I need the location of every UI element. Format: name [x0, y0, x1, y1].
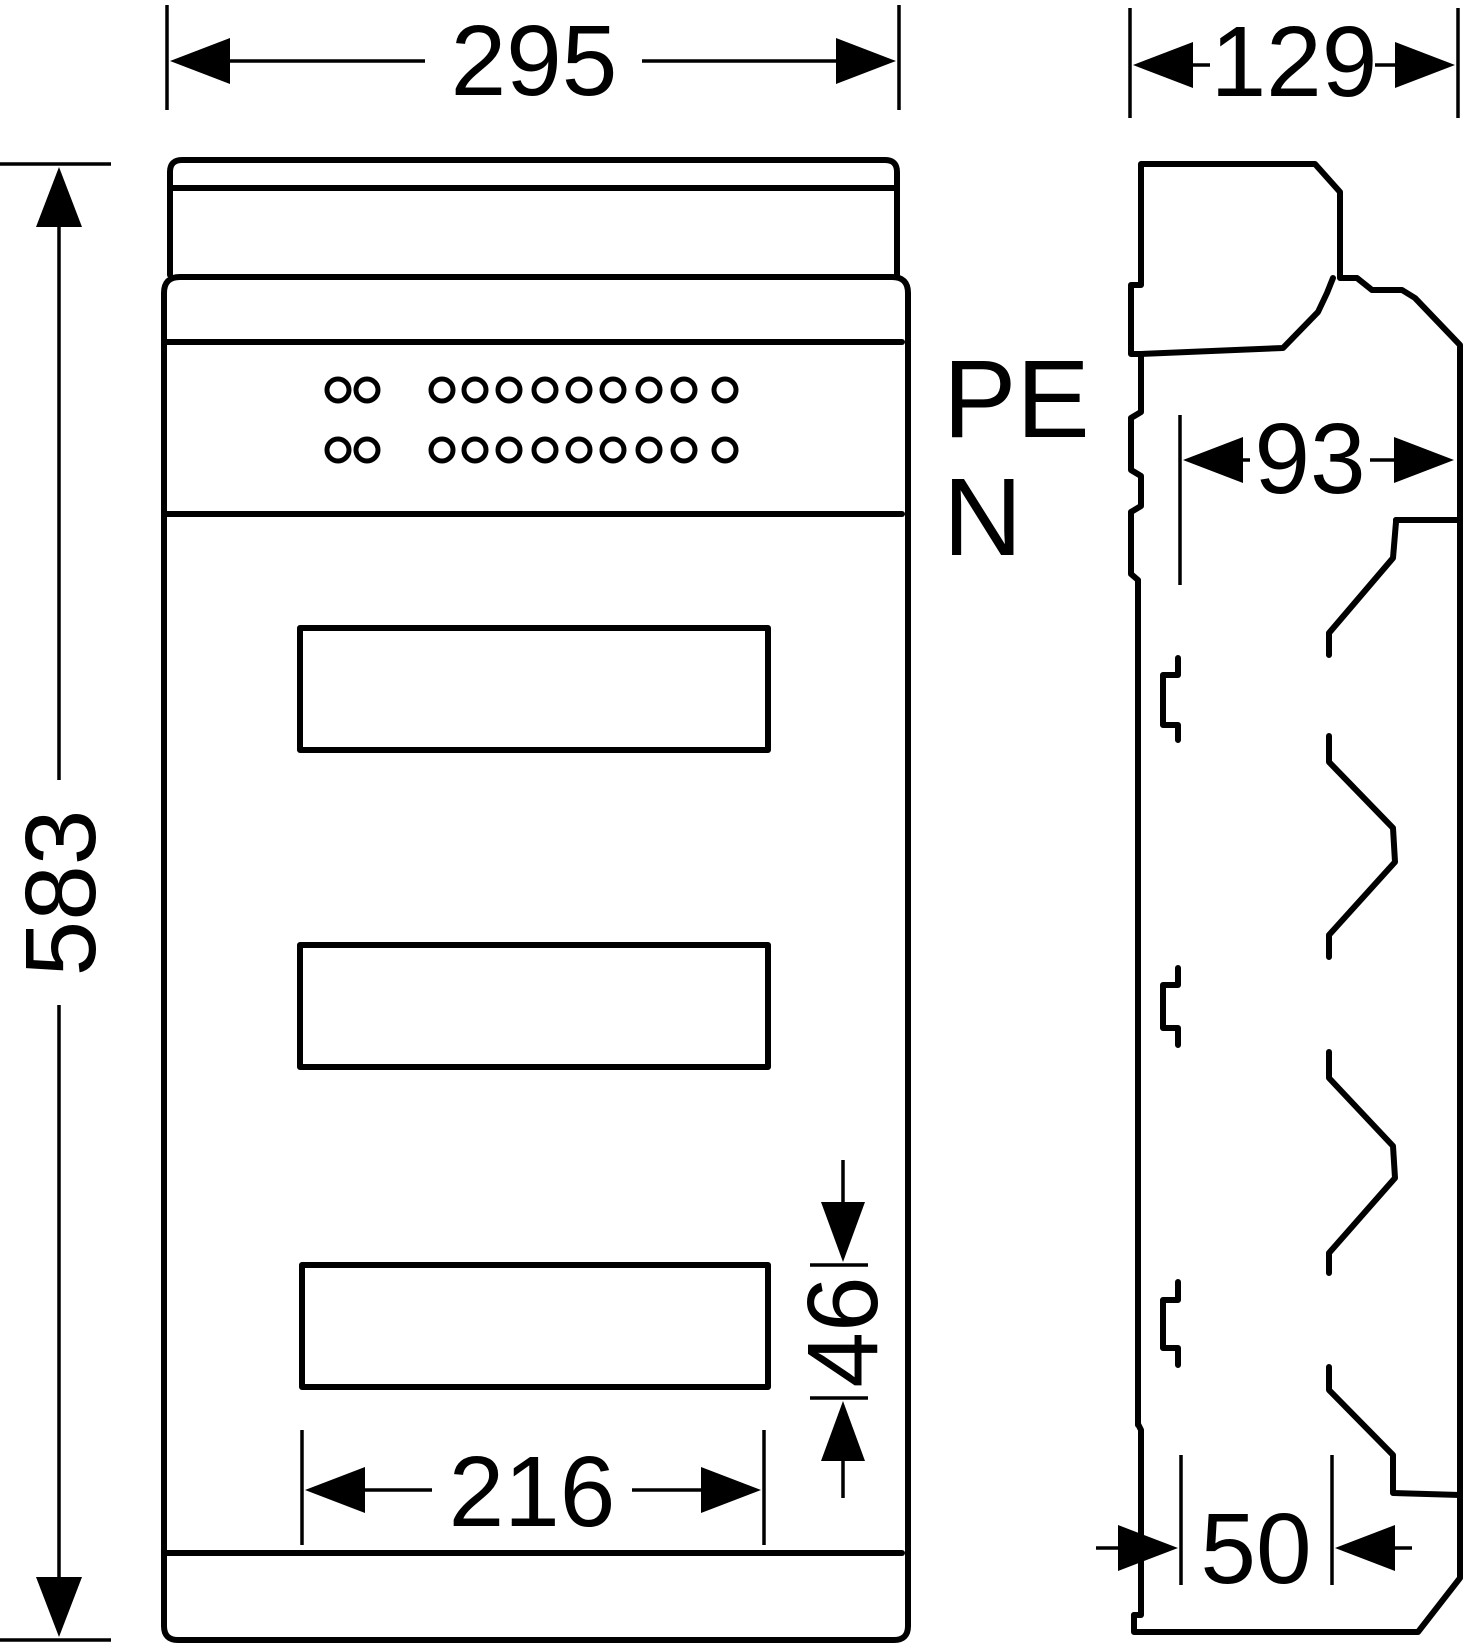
dimension-46-label: 46: [787, 1276, 899, 1387]
module-window-1: [297, 625, 771, 753]
arrowhead: [170, 38, 230, 84]
module-window-3: [299, 1262, 771, 1390]
arrowhead: [821, 1401, 865, 1461]
terminal-hole: [495, 376, 523, 404]
terminal-hole: [565, 436, 593, 464]
terminal-hole: [599, 376, 627, 404]
arrowhead: [821, 1202, 865, 1262]
side-rail-profile: [1326, 519, 1463, 1498]
terminal-hole: [670, 436, 698, 464]
arrowhead: [701, 1467, 761, 1513]
dimension-583: 583: [0, 162, 117, 1642]
dimension-50: 50: [1096, 1455, 1412, 1605]
terminal-hole: [711, 436, 739, 464]
terminal-hole: [353, 436, 381, 464]
arrowhead: [836, 38, 896, 84]
side-profile-outline: [1128, 161, 1463, 1635]
front-view: [161, 157, 911, 1643]
din-clip-1: [1160, 655, 1181, 743]
arrowhead: [36, 1577, 82, 1637]
terminal-hole: [428, 376, 456, 404]
dimension-295-label: 295: [451, 5, 618, 117]
din-clip-3: [1160, 1279, 1181, 1368]
terminal-hole: [461, 436, 489, 464]
arrowhead: [36, 167, 82, 227]
arrowhead: [1394, 437, 1454, 483]
n-label: N: [943, 456, 1022, 579]
terminal-hole: [324, 436, 352, 464]
enclosure-top-cap: [167, 157, 900, 278]
terminal-hole: [565, 376, 593, 404]
terminal-hole: [711, 376, 739, 404]
terminal-holes: [324, 376, 739, 464]
side-view: [1128, 161, 1463, 1635]
arrowhead: [1133, 42, 1193, 88]
terminal-hole: [531, 376, 559, 404]
terminal-hole: [324, 376, 352, 404]
dimension-93: 93: [1178, 403, 1454, 585]
side-hood-inner: [1138, 275, 1336, 357]
terminal-hole: [461, 376, 489, 404]
arrowhead: [1183, 437, 1243, 483]
terminal-hole: [495, 436, 523, 464]
terminal-hole: [599, 436, 627, 464]
enclosure-body: [161, 274, 911, 1643]
terminal-hole: [635, 436, 663, 464]
terminal-hole: [635, 376, 663, 404]
dimension-583-label: 583: [5, 810, 117, 977]
dimension-50-label: 50: [1200, 1493, 1311, 1605]
dimension-295: 295: [165, 5, 901, 117]
terminal-hole: [428, 436, 456, 464]
arrowhead: [1335, 1525, 1395, 1571]
dimension-129: 129: [1128, 6, 1460, 118]
side-base: [1131, 1479, 1144, 1618]
dimension-129-label: 129: [1211, 6, 1378, 118]
dimension-216: 216: [300, 1430, 766, 1548]
dimension-93-label: 93: [1254, 403, 1365, 515]
arrowhead: [305, 1467, 365, 1513]
terminal-hole: [670, 376, 698, 404]
din-clip-2: [1160, 965, 1181, 1048]
pe-label: PE: [943, 338, 1090, 461]
dimension-216-label: 216: [449, 1436, 616, 1548]
arrowhead: [1395, 42, 1455, 88]
terminal-hole: [531, 436, 559, 464]
arrowhead: [1118, 1525, 1178, 1571]
dimension-46: 46: [787, 1160, 899, 1498]
terminal-hole: [353, 376, 381, 404]
module-window-2: [297, 942, 771, 1070]
